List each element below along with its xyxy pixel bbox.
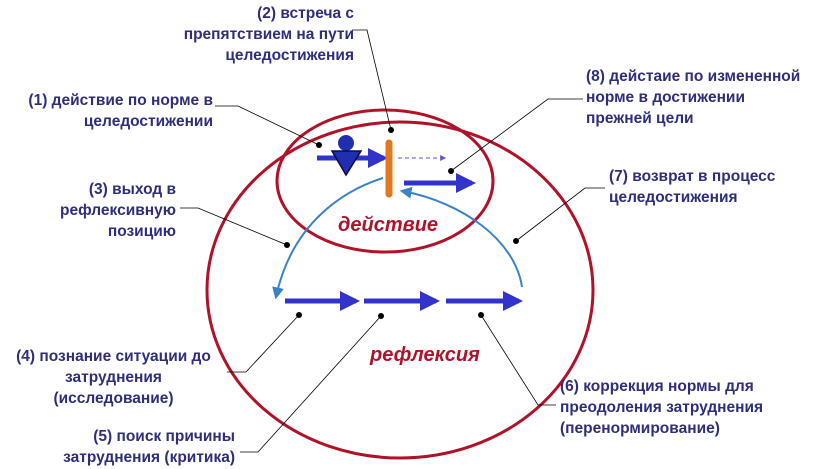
label-step-8-line: (8) дейстаие по измененной <box>586 68 801 85</box>
leader-8 <box>450 98 583 172</box>
label-step-7: (7) возврат в процесс целедостижения <box>609 166 775 208</box>
dot-6 <box>478 312 484 318</box>
label-step-2: (2) встреча с препятствием на пути целед… <box>184 3 354 66</box>
label-step-3-line: (3) выход в <box>88 181 176 198</box>
label-step-4-line: (исследование) <box>53 390 174 407</box>
zone-label-reflexion: рефлексия <box>370 344 480 366</box>
leader-6 <box>480 314 556 406</box>
arc-return-to-action <box>399 186 523 288</box>
label-step-1-line: (1) действие по норме в <box>28 92 213 109</box>
dot-3 <box>284 242 290 248</box>
label-step-8-line: норме в достижении <box>586 89 745 106</box>
dot-7 <box>513 238 519 244</box>
label-step-4-line: (4) познание ситуации до <box>16 348 211 365</box>
leader-1 <box>215 105 320 146</box>
label-step-8: (8) дейстаие по измененной норме в дости… <box>586 66 800 129</box>
label-step-5-line: (5) поиск причины <box>93 428 235 445</box>
label-step-8-line: прежней цели <box>586 110 694 127</box>
inner-circle-action <box>275 108 495 254</box>
label-step-6-line: (6) коррекция нормы для <box>560 378 754 395</box>
label-step-4: (4) познание ситуации до затруднения (ис… <box>6 346 221 409</box>
label-step-3: (3) выход в рефлексивную позицию <box>60 179 176 242</box>
label-step-5: (5) поиск причины затруднения (критика) <box>63 426 235 468</box>
label-step-3-line: рефлексивную <box>60 202 176 219</box>
person-icon <box>330 135 363 177</box>
outer-circle-reflexion <box>205 120 595 460</box>
leader-7 <box>515 187 605 242</box>
leader-2 <box>352 29 392 131</box>
label-step-1-line: целедостижении <box>83 113 213 130</box>
dot-1 <box>316 142 322 148</box>
label-step-7-line: (7) возврат в процесс <box>609 168 776 185</box>
leader-4 <box>227 314 300 373</box>
leader-3 <box>180 207 288 246</box>
label-step-3-line: позицию <box>107 223 176 240</box>
label-step-5-line: затруднения (критика) <box>63 449 235 466</box>
label-step-2-line: целедостижения <box>225 47 354 64</box>
label-step-7-line: целедостижения <box>609 189 738 206</box>
dot-5 <box>378 313 384 319</box>
label-step-1: (1) действие по норме в целедостижении <box>28 90 213 132</box>
label-step-6-line: преодоления затруднения <box>560 399 764 416</box>
label-step-2-line: (2) встреча с <box>257 5 354 22</box>
arc-exit-to-reflexion <box>272 177 384 300</box>
dot-8 <box>448 168 454 174</box>
leader-lines <box>180 29 605 453</box>
label-step-6: (6) коррекция нормы для преодоления затр… <box>560 376 763 439</box>
leader-5 <box>240 315 382 453</box>
zone-label-action: действие <box>338 214 439 236</box>
dot-2 <box>388 127 394 133</box>
label-step-4-line: затруднения <box>65 369 162 386</box>
dot-4 <box>296 312 302 318</box>
label-step-2-line: препятствием на пути <box>183 26 354 43</box>
leader-dots <box>284 127 519 319</box>
label-step-6-line: (перенормирование) <box>560 420 720 437</box>
